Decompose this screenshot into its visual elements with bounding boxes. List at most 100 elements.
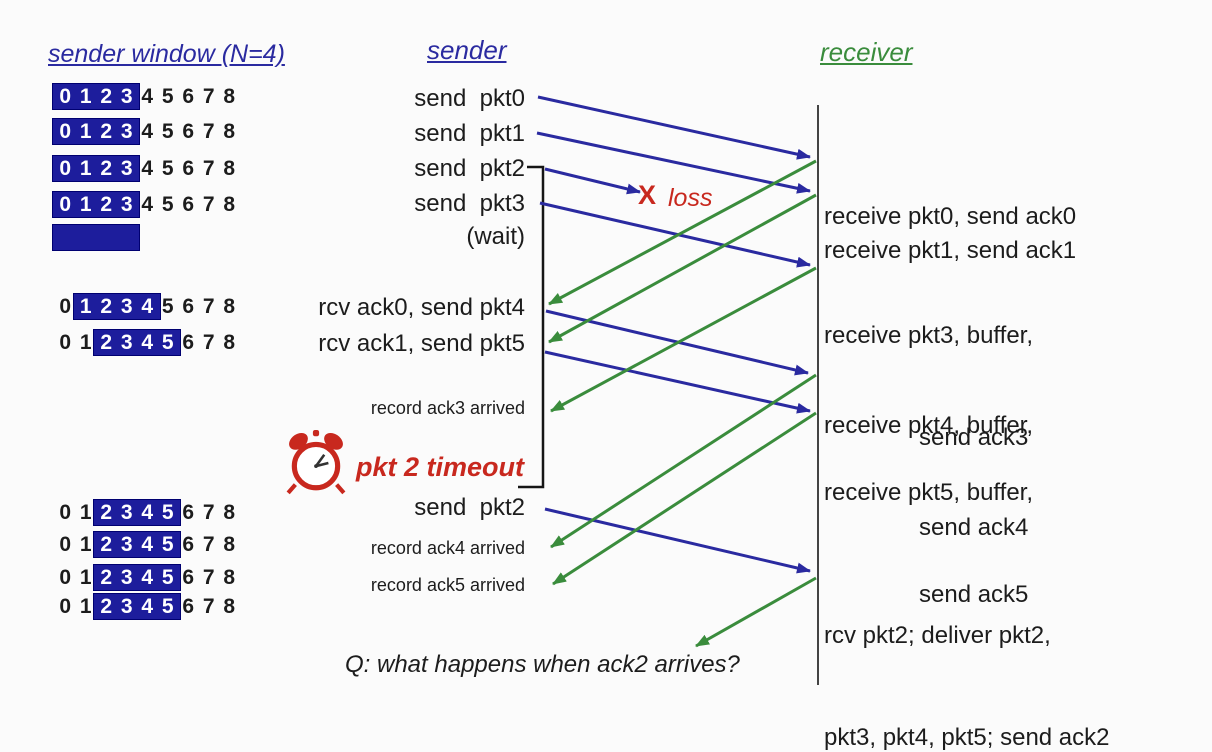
window-highlight: [72, 293, 161, 320]
seq-digit: 1: [79, 295, 92, 318]
seq-digit: 1: [79, 501, 92, 524]
sender-event-rcv-ack1: rcv ack1, send pkt5: [318, 330, 525, 357]
seq-digit: 0: [59, 533, 72, 556]
seq-digit: 8: [223, 295, 236, 318]
seq-digit: 8: [223, 501, 236, 524]
sender-header: sender: [427, 35, 507, 65]
receiver-event-line: receive pkt0, send ack0: [824, 203, 1077, 230]
seq-digit: 2: [100, 120, 113, 143]
seq-digit: 2: [100, 85, 113, 108]
window-highlight: [52, 83, 140, 110]
receiver-event-pkt3: receive pkt3, buffer, send ack3: [824, 251, 1033, 523]
alarm-clock-icon: [286, 430, 346, 495]
timeout-label: pkt 2 timeout: [356, 452, 525, 482]
seq-digit: 0: [59, 85, 72, 108]
seq-digit: 7: [202, 85, 215, 108]
seq-digit: 5: [161, 501, 174, 524]
seq-digit: 5: [161, 193, 174, 216]
seq-digit: 8: [223, 157, 236, 180]
receiver-event-pkt5: receive pkt5, buffer, send ack5: [824, 408, 1033, 680]
window-highlight: [93, 593, 181, 620]
seq-digit: 4: [141, 85, 154, 108]
seq-digit: 2: [100, 295, 113, 318]
receiver-event-line: pkt3, pkt4, pkt5; send ack2: [824, 724, 1110, 751]
seq-digit: 1: [79, 533, 92, 556]
seq-digit: 8: [223, 331, 236, 354]
seq-digit: 0: [59, 566, 72, 589]
seq-digit: 4: [141, 501, 154, 524]
seq-digit: 8: [223, 566, 236, 589]
arrow-pkt2-lost: [544, 167, 641, 195]
sender-window-header: sender window (N=4): [48, 40, 285, 68]
window-highlight: [52, 118, 140, 145]
sender-event-resend-pkt2: send pkt2: [414, 494, 525, 521]
seq-digit: 6: [182, 566, 195, 589]
seq-digit: 4: [141, 157, 154, 180]
seq-digit: 1: [79, 331, 92, 354]
arrow-pkt4: [545, 309, 809, 376]
seq-digit: 7: [202, 295, 215, 318]
receiver-event-line: send ack5: [919, 581, 1029, 608]
seq-digit: 3: [120, 120, 133, 143]
window-highlight: [52, 155, 140, 182]
arrow-pkt3: [539, 201, 811, 268]
receiver-event-pkt4: receive pkt4, buffer, send ack4: [824, 341, 1033, 613]
seq-digit: 1: [79, 595, 92, 618]
seq-digit: 1: [79, 193, 92, 216]
seq-digit: 4: [141, 566, 154, 589]
arrow-ack0: [548, 159, 817, 306]
seq-digit: 7: [202, 331, 215, 354]
seq-digit: 1: [79, 566, 92, 589]
sender-event-record-ack5: record ack5 arrived: [370, 575, 525, 595]
receiver-event-pkt1: receive pkt1, send ack1: [824, 176, 1076, 326]
sender-event-send-pkt0: send pkt0: [414, 85, 525, 112]
window-highlight: [93, 499, 181, 526]
seq-digit: 0: [59, 295, 72, 318]
seq-digit: 8: [223, 193, 236, 216]
seq-digit: 6: [182, 501, 195, 524]
seq-digit: 2: [100, 501, 113, 524]
receiver-event-line: send ack3: [919, 424, 1029, 451]
window-highlight: [93, 329, 181, 356]
seq-digit: 4: [141, 331, 154, 354]
seq-digit: 5: [161, 566, 174, 589]
seq-digit: 8: [223, 120, 236, 143]
seq-digit: 1: [79, 85, 92, 108]
seq-digit: 0: [59, 157, 72, 180]
arrow-ack5: [552, 411, 817, 586]
receiver-event-line: receive pkt3, buffer,: [824, 322, 1034, 349]
seq-digit: 3: [120, 566, 133, 589]
seq-digit: 7: [202, 533, 215, 556]
arrow-ack2: [695, 576, 817, 648]
seq-digit: 6: [182, 120, 195, 143]
receiver-header: receiver: [820, 37, 913, 67]
receiver-event-line: receive pkt4, buffer,: [824, 412, 1034, 439]
seq-digit: 2: [100, 533, 113, 556]
seq-digit: 6: [182, 193, 195, 216]
arrow-pkt2-retransmit: [544, 507, 811, 574]
seq-digit: 1: [79, 157, 92, 180]
seq-digit: 4: [141, 533, 154, 556]
arrow-pkt1: [536, 131, 811, 194]
receiver-event-line: send ack4: [919, 514, 1029, 541]
seq-digit: 5: [161, 85, 174, 108]
loss-x-mark: X: [638, 180, 657, 210]
seq-digit: 4: [141, 595, 154, 618]
seq-digit: 0: [59, 193, 72, 216]
question-text: Q: what happens when ack2 arrives?: [345, 651, 740, 678]
seq-digit: 2: [100, 157, 113, 180]
seq-digit: 4: [141, 193, 154, 216]
sender-event-wait: (wait): [466, 223, 525, 250]
seq-digit: 0: [59, 501, 72, 524]
seq-digit: 5: [161, 533, 174, 556]
sender-event-rcv-ack0: rcv ack0, send pkt4: [318, 294, 525, 321]
seq-digit: 2: [100, 566, 113, 589]
